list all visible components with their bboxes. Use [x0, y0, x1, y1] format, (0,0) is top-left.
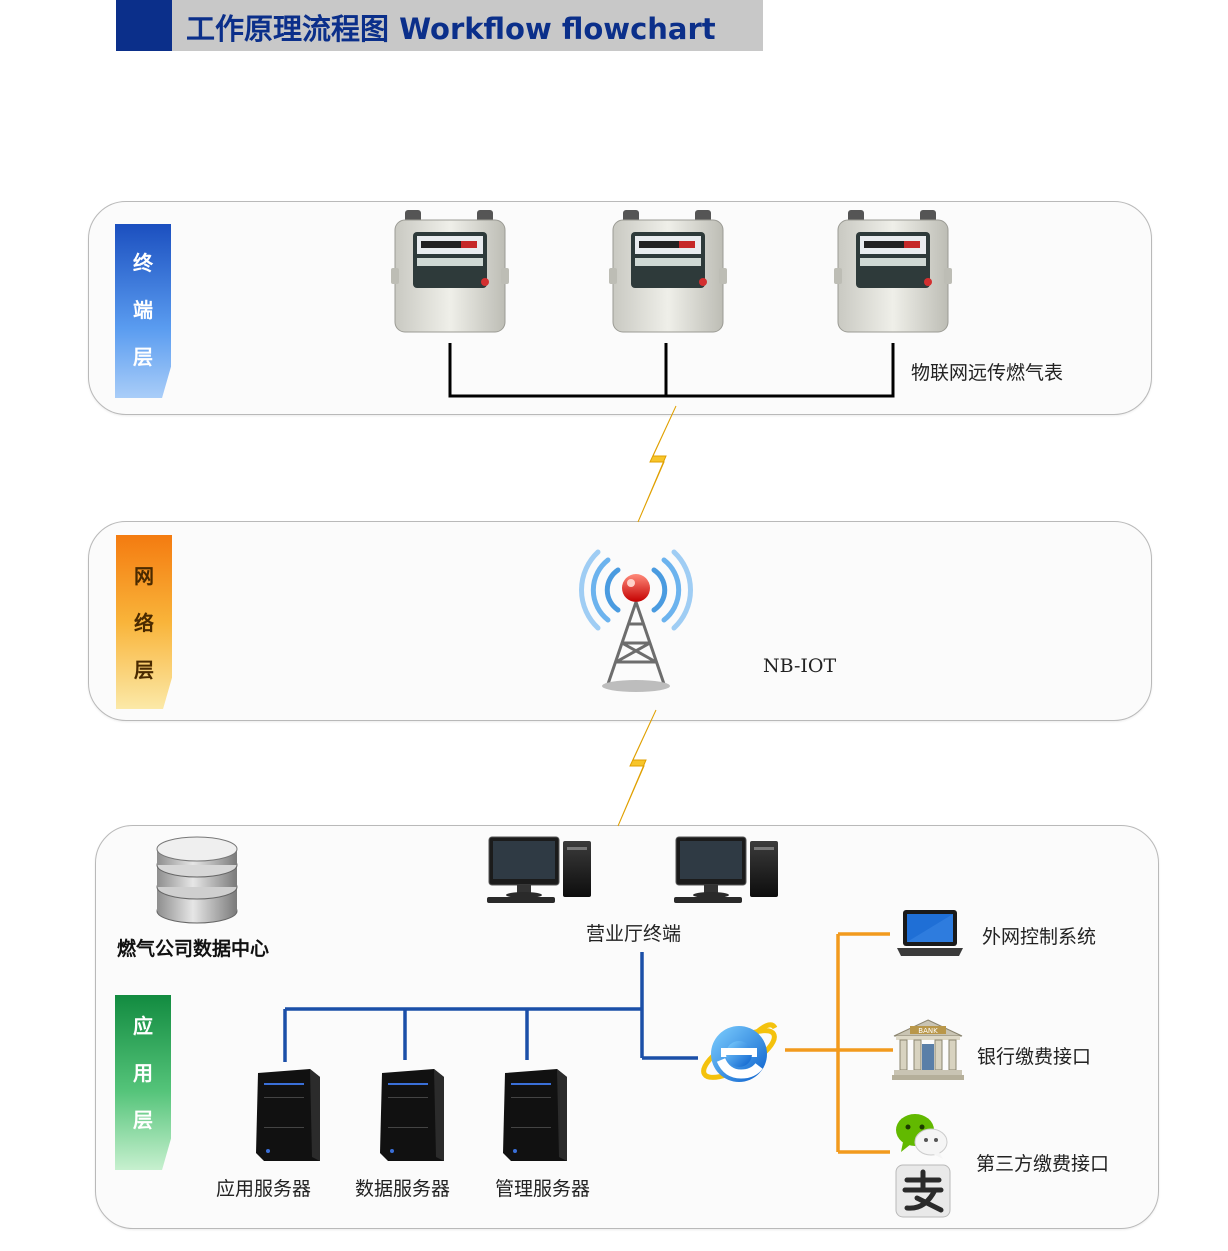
layer-char: 层	[134, 658, 154, 682]
layer-char: 网	[134, 564, 154, 588]
layer-char: 用	[133, 1061, 153, 1085]
desktop-computer-icon	[674, 836, 778, 903]
gas-meter-icon	[834, 210, 952, 333]
header-accent-block	[116, 0, 172, 51]
layer-char: 络	[134, 611, 154, 635]
wechat-icon	[896, 1114, 948, 1159]
data-center-label: 燃气公司数据中心	[117, 938, 270, 960]
gas-meter-icon	[391, 210, 509, 333]
desktop-computer-icon	[487, 836, 591, 903]
header-bar	[172, 0, 763, 51]
application-layer-tab: 应 用 层	[115, 995, 171, 1170]
network-layer-tab: 网 络 层	[116, 535, 172, 709]
laptop-icon	[897, 910, 963, 956]
server-label: 管理服务器	[495, 1178, 591, 1200]
layer-char: 层	[133, 1108, 153, 1132]
bank-icon: BANK	[892, 1019, 964, 1080]
database-icon	[156, 836, 238, 924]
server-icon	[380, 1069, 444, 1161]
page-title: 工作原理流程图 Workflow flowchart	[186, 12, 716, 46]
third-party-label: 第三方缴费接口	[976, 1153, 1110, 1175]
application-layer-panel	[95, 825, 1159, 1229]
alipay-icon	[895, 1164, 951, 1218]
antenna-tower-icon	[579, 549, 693, 692]
lightning-icon	[617, 709, 657, 827]
bank-label: 银行缴费接口	[977, 1046, 1092, 1068]
server-icon	[256, 1069, 320, 1161]
gas-meter-label: 物联网远传燃气表	[911, 362, 1064, 384]
terminal-layer-tab: 终 端 层	[115, 224, 171, 398]
server-label: 数据服务器	[355, 1178, 451, 1200]
gas-meter-icon	[609, 210, 727, 333]
bank-sign: BANK	[918, 1027, 938, 1035]
layer-char: 应	[133, 1014, 153, 1038]
internet-explorer-icon	[701, 1022, 778, 1082]
lightning-icon	[637, 405, 677, 523]
external-control-label: 外网控制系统	[982, 926, 1097, 948]
layer-char: 层	[133, 345, 153, 369]
hall-terminal-label: 营业厅终端	[586, 923, 682, 945]
layer-char: 端	[133, 298, 153, 322]
nb-iot-label: NB-IOT	[763, 655, 837, 677]
server-label: 应用服务器	[216, 1178, 312, 1200]
server-icon	[503, 1069, 567, 1161]
layer-char: 终	[133, 251, 153, 275]
